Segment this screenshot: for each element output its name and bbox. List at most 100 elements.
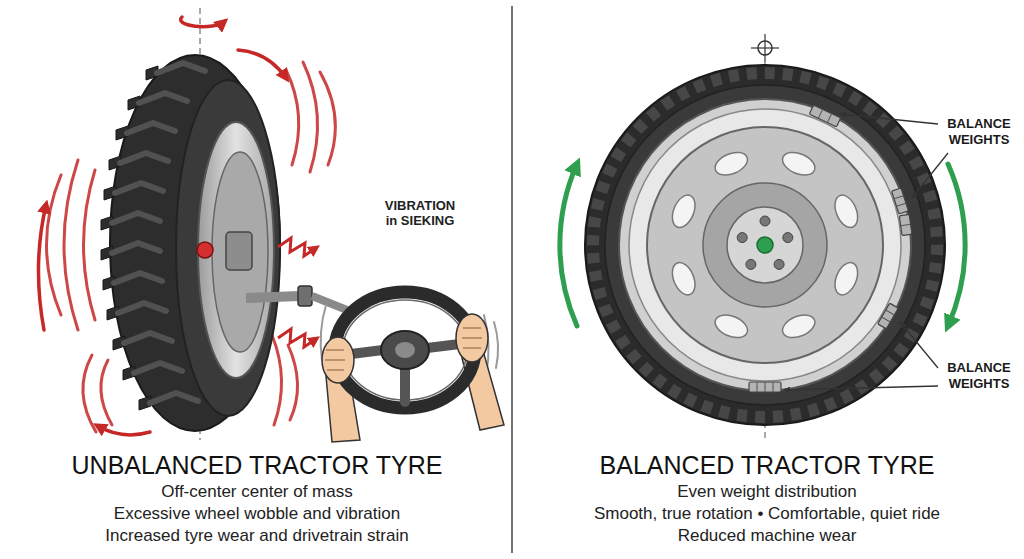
vibration-arc bbox=[47, 175, 62, 315]
unbalanced-tyre bbox=[101, 55, 280, 431]
vibration-arc bbox=[286, 70, 299, 165]
caption-line: Even weight distribution bbox=[522, 481, 1012, 503]
wheel-hub bbox=[226, 232, 252, 270]
disc-hole bbox=[712, 148, 751, 179]
caption-line: Off-center center of mass bbox=[12, 481, 502, 503]
rim-flange bbox=[619, 99, 911, 391]
leader-line bbox=[900, 322, 938, 368]
shaft bbox=[246, 296, 300, 298]
crosshair-line bbox=[764, 34, 765, 62]
bolt bbox=[783, 233, 793, 243]
wobble-arrow bbox=[98, 426, 150, 435]
vibration-arc bbox=[101, 360, 112, 425]
balance-weight bbox=[892, 188, 909, 214]
weight-body bbox=[809, 105, 840, 127]
disc-hole bbox=[712, 311, 751, 342]
disc-hole bbox=[668, 259, 699, 298]
hand bbox=[322, 337, 354, 383]
caption-heading: BALANCED TRACTOR TYRE bbox=[522, 451, 1012, 480]
wheel-hub bbox=[727, 207, 803, 283]
vibration-arc bbox=[64, 160, 78, 330]
callout-label: BALANCE WEIGHTS bbox=[942, 116, 1016, 148]
divider-line bbox=[511, 6, 513, 553]
fingers bbox=[462, 328, 482, 348]
disc-hole bbox=[779, 148, 818, 179]
weight-body bbox=[899, 214, 912, 235]
rotation-arrows bbox=[560, 164, 965, 326]
weight-body bbox=[749, 382, 781, 392]
disc-hole bbox=[668, 192, 699, 231]
wheel-disc bbox=[647, 127, 883, 363]
balance-weight bbox=[899, 214, 912, 235]
weight-segments bbox=[757, 382, 773, 392]
wheel-rim bbox=[198, 122, 274, 378]
tyre-sidewall bbox=[176, 80, 280, 416]
wheel-bolts bbox=[737, 216, 793, 269]
weight-segments bbox=[901, 224, 911, 225]
bolt bbox=[737, 233, 747, 243]
weight-segments bbox=[882, 310, 895, 322]
caption-heading: UNBALANCED TRACTOR TYRE bbox=[12, 451, 502, 480]
leader-line bbox=[784, 386, 938, 390]
tyre-sidewall bbox=[605, 85, 925, 405]
disc-hole bbox=[779, 311, 818, 342]
rotation-arrow bbox=[181, 17, 224, 27]
vibration-arc bbox=[272, 335, 282, 425]
tyre-tread bbox=[585, 65, 945, 425]
wheel-center bbox=[395, 342, 415, 358]
crosshair bbox=[751, 34, 779, 62]
callout-label: BALANCE WEIGHTS bbox=[942, 360, 1016, 392]
bolt bbox=[774, 259, 784, 269]
vibration-arc bbox=[83, 355, 96, 432]
vibration-arc bbox=[84, 170, 96, 320]
disc-holes bbox=[668, 148, 862, 342]
leader-line bbox=[912, 153, 948, 198]
center-plate bbox=[703, 183, 827, 307]
bolt bbox=[760, 216, 770, 226]
tread-blocks bbox=[593, 73, 937, 417]
balance-weights bbox=[749, 105, 912, 392]
rim bbox=[629, 109, 901, 381]
vibration-label: VIBRATION in SIEKING bbox=[381, 198, 459, 228]
steering-shaft bbox=[246, 286, 352, 312]
wheel-hub bbox=[381, 331, 429, 369]
balance-weight bbox=[749, 382, 781, 392]
vibration-arc bbox=[288, 345, 298, 420]
leader-lines bbox=[784, 114, 948, 390]
zigzag bbox=[278, 238, 316, 256]
center-of-mass-dot bbox=[197, 242, 213, 258]
weight-body bbox=[892, 188, 909, 214]
zigzag bbox=[278, 329, 316, 347]
motion-arrows bbox=[38, 17, 286, 435]
shake-line bbox=[494, 322, 498, 368]
wobble-arrow bbox=[238, 50, 286, 78]
balance-weight bbox=[878, 303, 899, 329]
disc-hole bbox=[831, 259, 862, 298]
steering-wheel bbox=[335, 292, 475, 408]
rotation-arrow bbox=[948, 164, 965, 326]
vibration-arc bbox=[320, 72, 335, 165]
balanced-tyre bbox=[585, 65, 945, 425]
balance-weight bbox=[809, 105, 840, 127]
caption-line: Increased tyre wear and drivetrain strai… bbox=[12, 525, 502, 547]
caption-line: Smooth, true rotation • Comfortable, qui… bbox=[522, 503, 1012, 525]
wheel-spokes bbox=[343, 343, 468, 402]
weight-segments bbox=[818, 109, 831, 122]
hand bbox=[456, 314, 488, 362]
fingers bbox=[325, 350, 345, 370]
vibration-zigzags bbox=[278, 238, 316, 347]
tyre-lugs bbox=[101, 66, 158, 410]
wheel-ring bbox=[335, 292, 475, 408]
hands bbox=[322, 314, 488, 383]
vibration-arc bbox=[303, 62, 318, 172]
caption-line: Reduced machine wear bbox=[522, 525, 1012, 547]
weight-body bbox=[878, 303, 899, 329]
caption-line: Excessive wheel wobble and vibration bbox=[12, 503, 502, 525]
rotation-arrow bbox=[560, 164, 577, 326]
center-of-mass-dot bbox=[757, 237, 773, 253]
weight-segments bbox=[894, 196, 906, 207]
tyre-tread bbox=[110, 55, 280, 431]
universal-joint bbox=[298, 286, 312, 306]
wheel-disc bbox=[212, 152, 268, 352]
